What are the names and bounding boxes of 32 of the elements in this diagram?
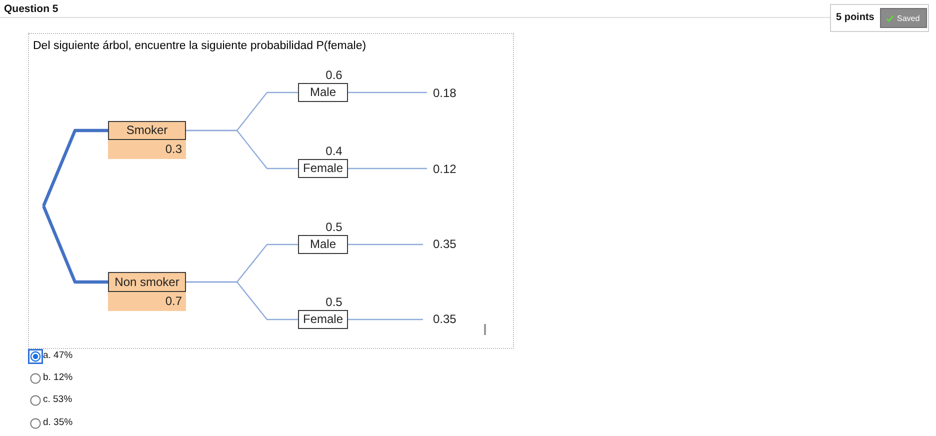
category-box: Non smoker bbox=[108, 272, 186, 292]
probability-band: 0.3 bbox=[108, 140, 186, 159]
outcome-box: Female bbox=[298, 159, 348, 178]
question-heading: Question 5 bbox=[4, 3, 58, 16]
branch-line bbox=[186, 130, 298, 170]
probability-band: 0.7 bbox=[108, 292, 186, 311]
category-box: Smoker bbox=[108, 121, 186, 140]
outcome-box: Male bbox=[298, 83, 348, 102]
branch-line bbox=[348, 244, 423, 246]
question-text: Del siguiente árbol, encuentre la siguiente probabilidad P(female) bbox=[33, 39, 366, 53]
branch-line bbox=[42, 128, 108, 207]
outcome-box: Female bbox=[298, 310, 348, 329]
option-label: c. 53% bbox=[43, 394, 72, 406]
branch-line bbox=[42, 205, 108, 284]
branch-line bbox=[186, 281, 298, 320]
result-value: 0.12 bbox=[427, 160, 456, 178]
outcome-box: Male bbox=[298, 235, 348, 254]
option-label: a. 47% bbox=[43, 350, 73, 362]
option-label: b. 12% bbox=[43, 372, 73, 384]
result-value: 0.18 bbox=[427, 84, 456, 102]
probability-label: 0.4 bbox=[324, 144, 344, 159]
branch-line bbox=[348, 318, 423, 320]
branch-line bbox=[348, 92, 427, 94]
branch-line bbox=[348, 168, 427, 170]
probability-label: 0.5 bbox=[324, 295, 344, 310]
saved-button: Saved bbox=[880, 8, 927, 28]
result-value: 0.35 bbox=[423, 235, 456, 253]
points-label: 5 points bbox=[836, 11, 874, 24]
probability-label: 0.5 bbox=[324, 220, 344, 235]
probability-label: 0.6 bbox=[324, 68, 344, 83]
option-label: d. 35% bbox=[43, 416, 73, 428]
result-value: 0.35 bbox=[423, 310, 456, 328]
